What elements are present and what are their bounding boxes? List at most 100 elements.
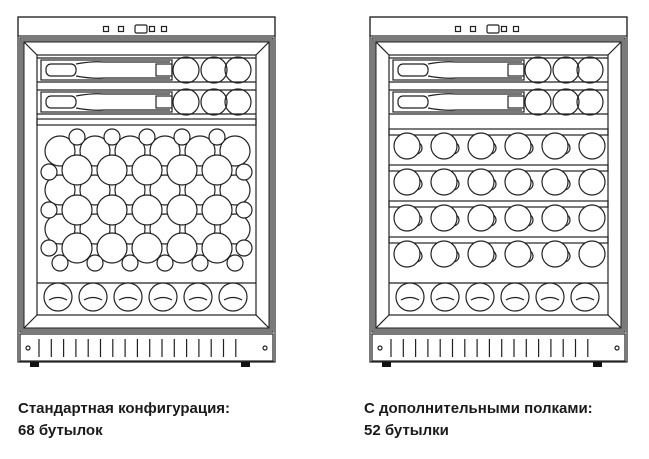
glass-window: [388, 54, 609, 316]
control-button-icon: [512, 25, 520, 33]
bottle-end: [541, 168, 569, 196]
bottle-end: [131, 232, 163, 264]
caption-extra-shelves: С дополнительными полками: 52 бутылки: [364, 398, 593, 442]
bottle-neck-end: [191, 254, 209, 272]
shelf: [388, 236, 609, 244]
bottle-end: [504, 132, 532, 160]
caption-standard-title: Стандартная конфигурация:: [18, 400, 231, 417]
bottle-end: [172, 56, 200, 84]
foot: [593, 362, 602, 367]
bottle-end: [166, 154, 198, 186]
bottle-label: [507, 95, 525, 109]
bottle-shoulder: [427, 93, 522, 97]
corner-line: [255, 314, 270, 329]
bottle-neck-end: [51, 254, 69, 272]
shelf: [388, 200, 609, 208]
display-icon: [486, 24, 500, 34]
corner-line: [375, 314, 390, 329]
bottle-neck: [45, 95, 77, 109]
vent-panel: [371, 333, 626, 362]
bottle-end: [393, 240, 421, 268]
corner-line: [23, 314, 38, 329]
foot: [241, 362, 250, 367]
corner-line: [375, 41, 390, 56]
bottle-label: [155, 63, 173, 77]
bottle-end: [576, 56, 604, 84]
control-button-icon: [469, 25, 477, 33]
bottle-end: [131, 154, 163, 186]
bottle-end: [552, 88, 580, 116]
bottle-punt: [470, 296, 490, 301]
bottle-punt: [153, 296, 173, 301]
bottle-end: [430, 132, 458, 160]
bottle-shoulder: [75, 93, 170, 97]
door-frame-outer: [371, 37, 626, 333]
bottle-end: [114, 174, 146, 206]
bottle-neck-end: [40, 239, 58, 257]
bottle-end: [430, 168, 458, 196]
bottle-punt: [505, 296, 525, 301]
bottle-shoulder: [75, 61, 170, 65]
door-frame-outer: [19, 37, 274, 333]
bottle-end: [61, 154, 93, 186]
bottle-end: [467, 240, 495, 268]
caption-extra-shelves-title: С дополнительными полками:: [364, 400, 593, 417]
caption-standard-count: 68 бутылок: [18, 422, 103, 439]
bottle-punt: [575, 296, 595, 301]
caption-extra-shelves-count: 52 бутылки: [364, 422, 449, 439]
bottle-neck-end: [235, 239, 253, 257]
bottle-punt: [435, 296, 455, 301]
control-button-icon: [500, 25, 508, 33]
bottle-neck-end: [235, 201, 253, 219]
bottle-neck: [45, 63, 77, 77]
bottle-neck-end: [208, 128, 226, 146]
screw-icon: [25, 345, 31, 351]
bottle-neck-end: [121, 254, 139, 272]
bottle-end: [524, 88, 552, 116]
bottle-end: [578, 168, 606, 196]
bottle-end: [576, 88, 604, 116]
bottle-end: [79, 174, 111, 206]
control-panel: [17, 16, 276, 37]
bottle-end: [96, 154, 128, 186]
control-button-icon: [160, 25, 168, 33]
bottle-end: [467, 204, 495, 232]
bottle-punt: [83, 296, 103, 301]
bottle-neck: [397, 95, 429, 109]
bottle-end: [166, 232, 198, 264]
vent-panel: [19, 333, 274, 362]
bottle-neck-end: [40, 163, 58, 181]
screw-icon: [614, 345, 620, 351]
bottle-end: [430, 204, 458, 232]
foot: [382, 362, 391, 367]
bottle-end: [96, 232, 128, 264]
bottle-end: [61, 232, 93, 264]
bottle-label: [507, 63, 525, 77]
corner-line: [607, 314, 622, 329]
bottle-end: [224, 56, 252, 84]
bottle-shoulder: [427, 61, 522, 65]
bottle-end: [131, 194, 163, 226]
control-button-icon: [454, 25, 462, 33]
bottle-end: [96, 194, 128, 226]
glass-window: [36, 54, 257, 316]
bottle-end: [393, 168, 421, 196]
control-panel: [369, 16, 628, 37]
display-icon: [134, 24, 148, 34]
shelf: [388, 164, 609, 172]
screw-icon: [377, 345, 383, 351]
bottle-end: [578, 132, 606, 160]
bottle-end: [44, 174, 76, 206]
foot: [30, 362, 39, 367]
bottle-end: [219, 174, 251, 206]
bottle-punt: [400, 296, 420, 301]
control-button-icon: [117, 25, 125, 33]
wine-cooler-standard: [17, 16, 276, 367]
bottle-neck-end: [68, 128, 86, 146]
bottle-punt: [48, 296, 68, 301]
bottle-end: [524, 56, 552, 84]
caption-standard: Стандартная конфигурация: 68 бутылок: [18, 398, 230, 442]
bottle-end: [541, 240, 569, 268]
bottle-end: [201, 232, 233, 264]
control-button-icon: [148, 25, 156, 33]
